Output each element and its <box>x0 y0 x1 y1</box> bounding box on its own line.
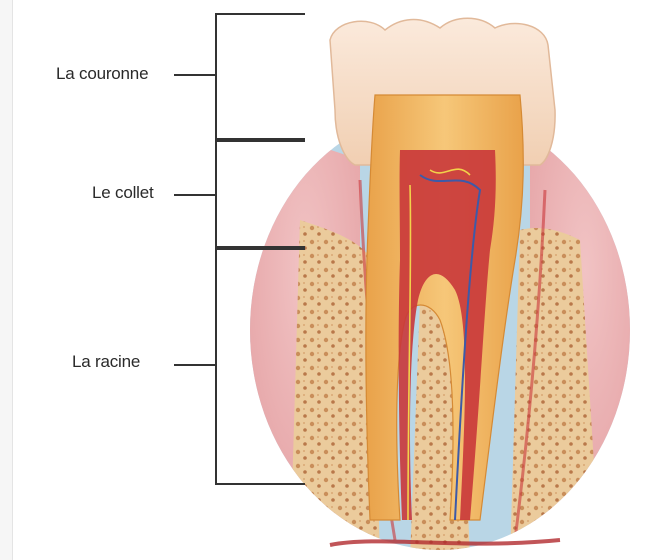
label-crown: La couronne <box>56 64 148 84</box>
label-neck: Le collet <box>92 183 154 203</box>
crown-bracket <box>216 14 305 140</box>
label-root: La racine <box>72 352 140 372</box>
